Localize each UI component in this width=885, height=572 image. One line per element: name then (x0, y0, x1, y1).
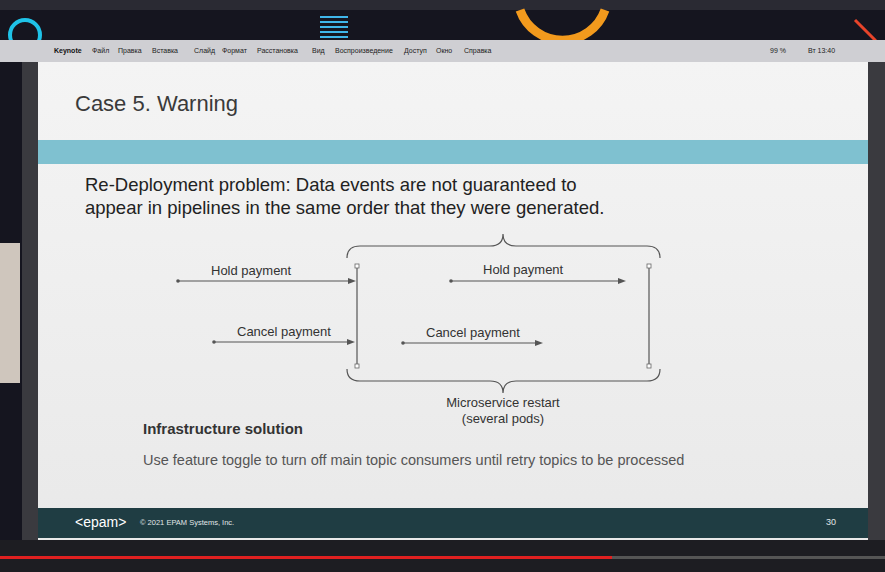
company-logo: <epam> (75, 514, 126, 531)
problem-statement: Re-Deployment problem: Data events are n… (85, 173, 630, 219)
arrow-label: Cancel payment (426, 325, 520, 341)
menu-item: Правка (118, 47, 142, 55)
arrow-label: Cancel payment (237, 324, 331, 340)
bracket-label: Microservice restart (several pods) (428, 395, 578, 426)
menu-item: Слайд (194, 47, 215, 55)
arrow-label: Hold payment (211, 263, 291, 279)
menu-item: Файл (92, 47, 109, 55)
menu-item: Вид (312, 47, 325, 55)
page-number: 30 (826, 517, 836, 528)
slide-title: Case 5. Warning (75, 91, 238, 117)
copyright: © 2021 EPAM Systems, Inc. (140, 518, 234, 527)
battery-level: 99 % (770, 47, 786, 55)
menu-item: Воспроизведение (335, 47, 393, 55)
menu-item: Keynote (54, 47, 82, 55)
menu-item: Окно (436, 47, 452, 55)
menu-item: Расстановка (257, 47, 298, 55)
solution-text: Use feature toggle to turn off main topi… (143, 452, 684, 469)
arrow-label: Hold payment (483, 262, 563, 278)
menu-item: Доступ (404, 47, 427, 55)
menu-item: Справка (464, 47, 491, 55)
menu-item: Формат (222, 47, 247, 55)
menu-item: Вставка (152, 47, 178, 55)
clock: Вт 13:40 (808, 47, 835, 55)
section-heading: Infrastructure solution (143, 420, 303, 438)
